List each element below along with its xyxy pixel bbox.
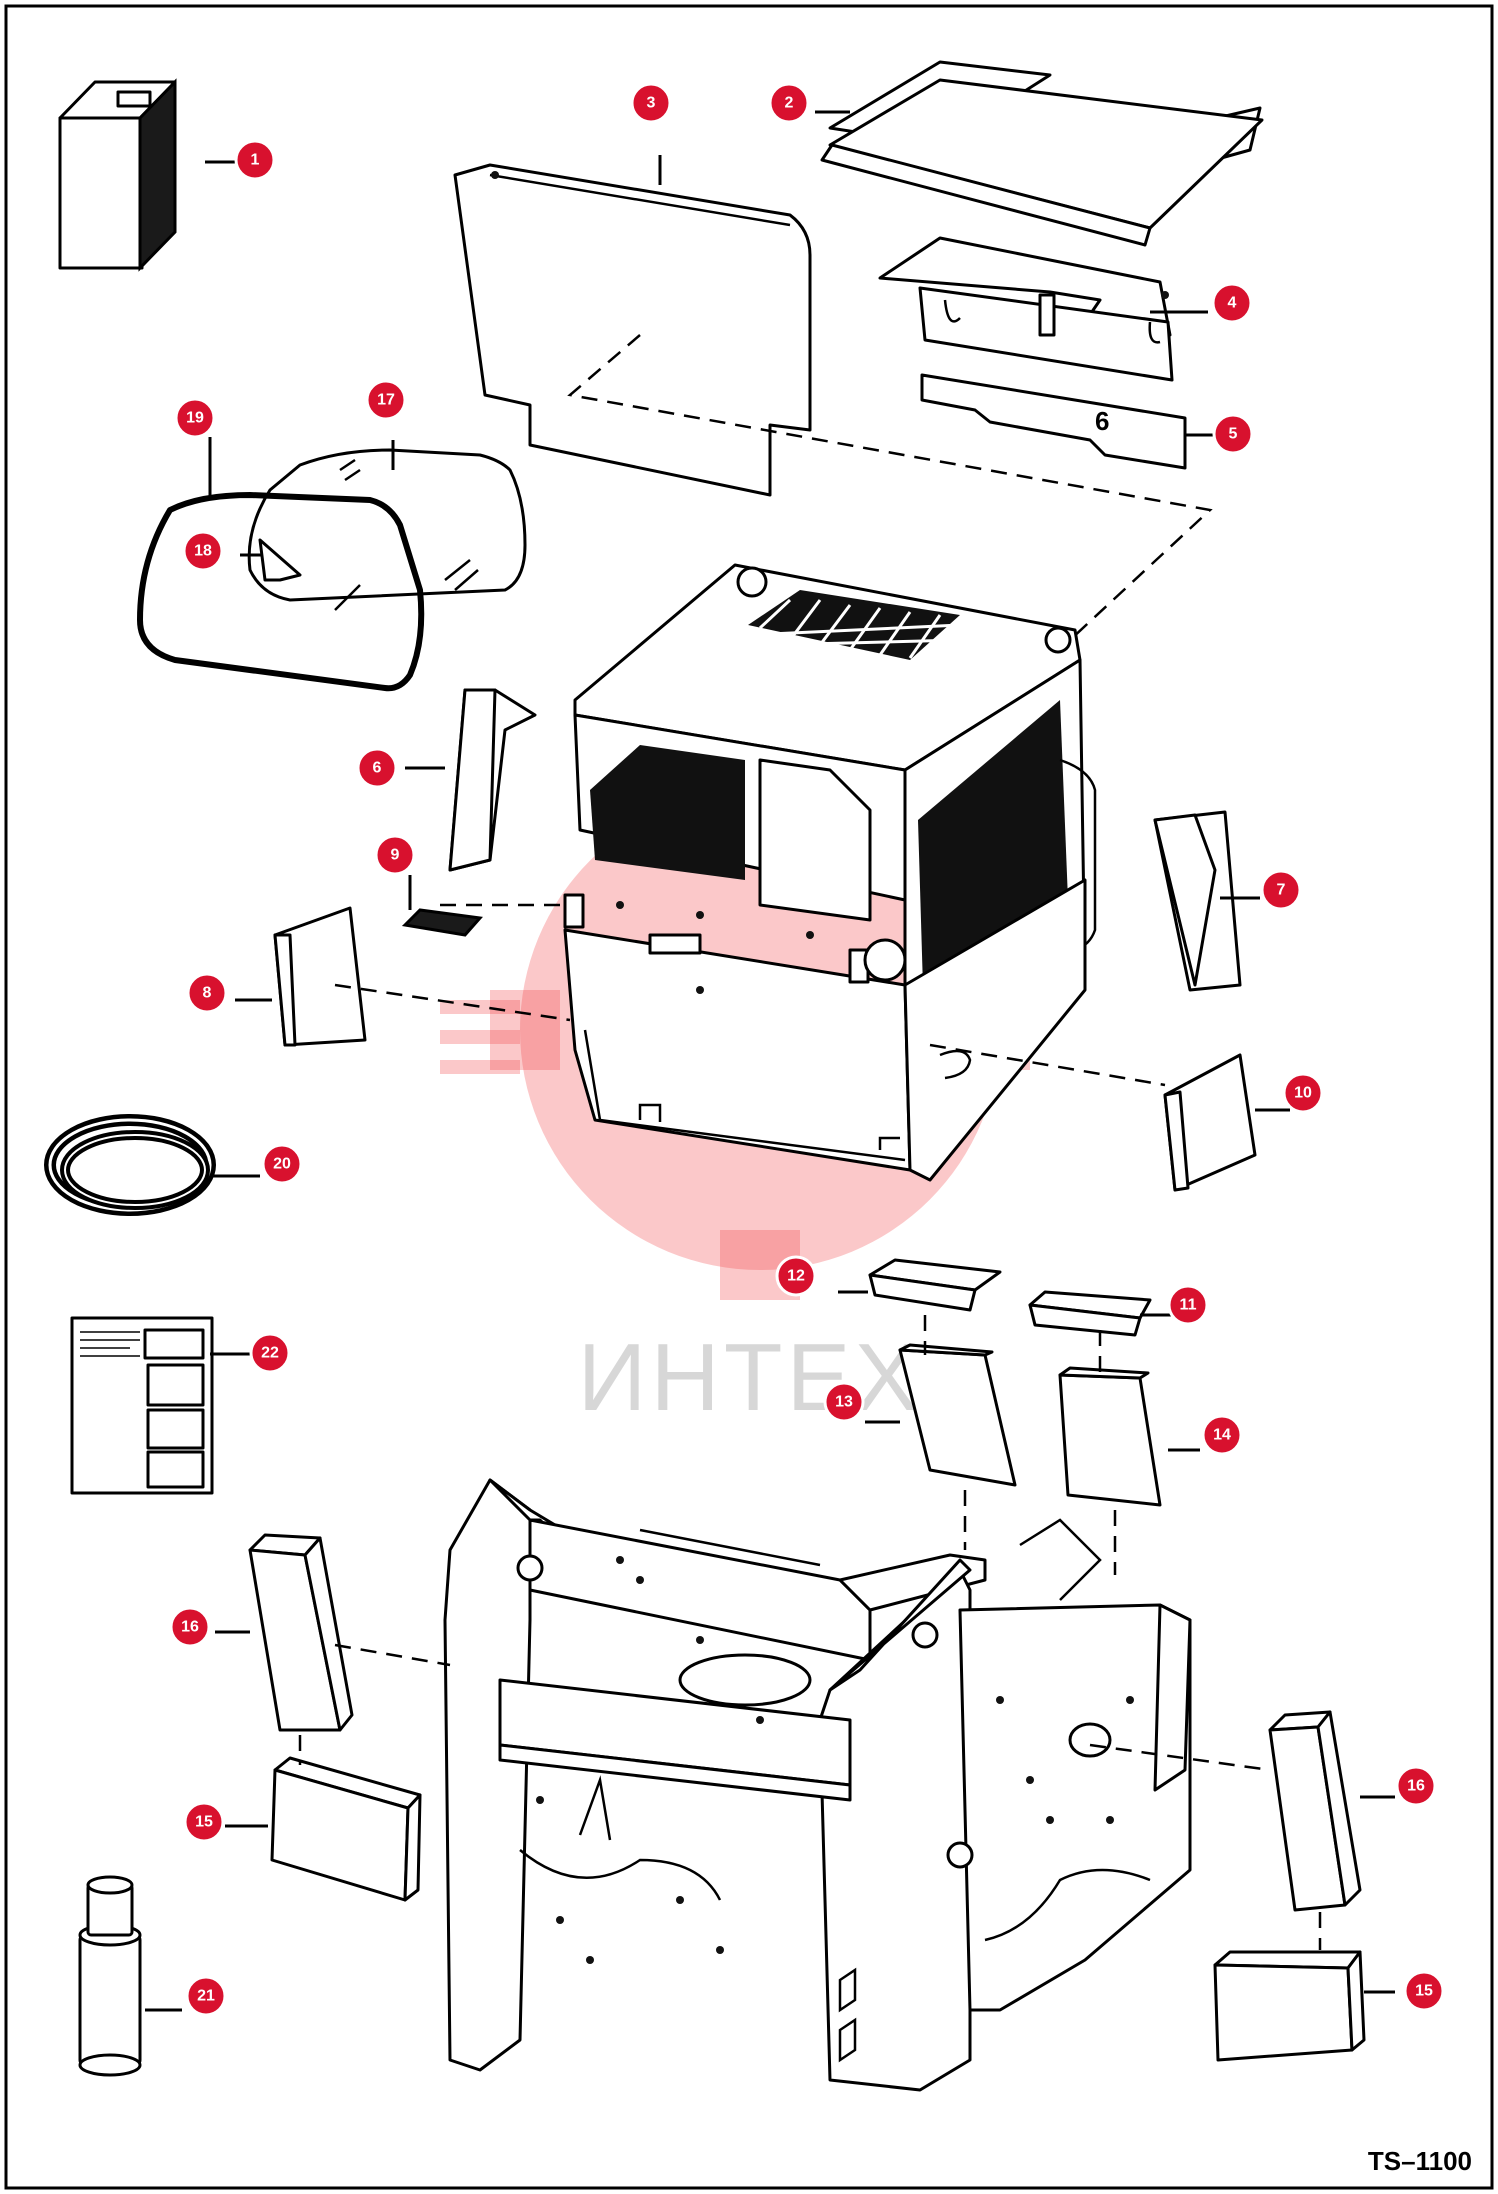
callout-6[interactable]: 6 [356,747,398,789]
callout-label: 13 [835,1394,853,1411]
cab-assembly [563,563,1097,1182]
part-15-right-pad [1213,1950,1366,2062]
callout-label: 16 [1407,1778,1425,1795]
roof-vent-grid [748,590,961,660]
callout-22[interactable]: 22 [249,1332,291,1374]
part-21-spray-can [78,1875,142,2077]
callout-label: 11 [1180,1297,1197,1314]
callout-8[interactable]: 8 [186,972,228,1014]
callout-15-left[interactable]: 15 [183,1801,225,1843]
callout-label: 17 [377,392,395,409]
callout-label: 4 [1228,295,1237,312]
part-16-right-pad [1268,1710,1362,1912]
callout-16-right[interactable]: 16 [1395,1765,1437,1807]
leader-lines [145,110,1395,2012]
part-13-panel [898,1343,1017,1487]
front-left-mesh [590,745,745,880]
part-15-left-pad [270,1756,422,1902]
callout-label: 19 [186,410,204,427]
callout-label: 20 [273,1156,291,1173]
callout-5[interactable]: 5 [1212,413,1254,455]
callout-label: 14 [1213,1427,1231,1444]
callout-14[interactable]: 14 [1201,1414,1243,1456]
part-18-window-corner [240,538,302,582]
callout-label: 22 [261,1345,279,1362]
callout-label: 15 [195,1814,213,1831]
part-9-pad [401,908,483,937]
callout-7[interactable]: 7 [1260,869,1302,911]
callout-label: 1 [251,152,260,169]
callout-label: 6 [373,760,382,777]
callout-9[interactable]: 9 [374,834,416,876]
callout-20[interactable]: 20 [261,1143,303,1185]
callout-label: 7 [1277,882,1286,899]
callout-3[interactable]: 3 [630,82,672,124]
part-22-decal-sheet [70,1316,214,1495]
callout-19[interactable]: 19 [174,397,216,439]
callout-18[interactable]: 18 [182,530,224,572]
part-20-seal-coil [44,1114,216,1216]
callout-label: 18 [194,543,212,560]
callout-11[interactable]: 11 [1167,1284,1209,1326]
callout-label: 16 [181,1619,199,1636]
part-1-foam-block [58,78,177,272]
drawing-frame [4,4,1494,2190]
part-16-left-pad [248,1533,354,1732]
callout-15-right[interactable]: 15 [1403,1970,1445,2012]
callout-label: 5 [1229,426,1238,443]
part-17-window-glass [247,448,527,611]
watermark-text: ИНТЕХ [577,1324,922,1431]
callout-16-left[interactable]: 16 [169,1606,211,1648]
part-14-panel [1058,1366,1162,1507]
drawing-reference: TS–1100 [1368,2146,1472,2176]
part-3-rear-panel [453,163,812,497]
callout-1[interactable]: 1 [234,139,276,181]
callout-label: 3 [647,95,656,112]
assembly-lines [298,334,1322,1950]
part-10-side-pad [1163,1053,1257,1192]
part-7-corner-trim [1153,810,1242,992]
callout-label: 9 [391,847,400,864]
part-2-top-panel [820,60,1264,247]
part-6-corner-trim [448,688,537,872]
callout-21[interactable]: 21 [185,1975,227,2017]
svg-text:6: 6 [1095,406,1109,436]
callout-10[interactable]: 10 [1282,1072,1324,1114]
part-5-strip: 6 [920,373,1187,470]
callout-label: 10 [1294,1085,1312,1102]
callout-12[interactable]: 12 [775,1255,817,1297]
callout-4[interactable]: 4 [1211,282,1253,324]
part-11-pad [1028,1290,1152,1337]
callout-label: 21 [197,1988,215,2005]
main-frame [443,1478,1192,2092]
part-8-side-pad [273,906,367,1047]
part-19-window-seal [137,492,425,692]
callout-17[interactable]: 17 [365,379,407,421]
callout-label: 12 [787,1268,805,1285]
callout-2[interactable]: 2 [768,82,810,124]
callout-label: 15 [1415,1983,1433,2000]
part-4-bracket [878,236,1174,382]
callout-label: 8 [203,985,212,1002]
part-12-pad [868,1258,1002,1312]
callout-13[interactable]: 13 [823,1381,865,1423]
callout-label: 2 [785,95,794,112]
